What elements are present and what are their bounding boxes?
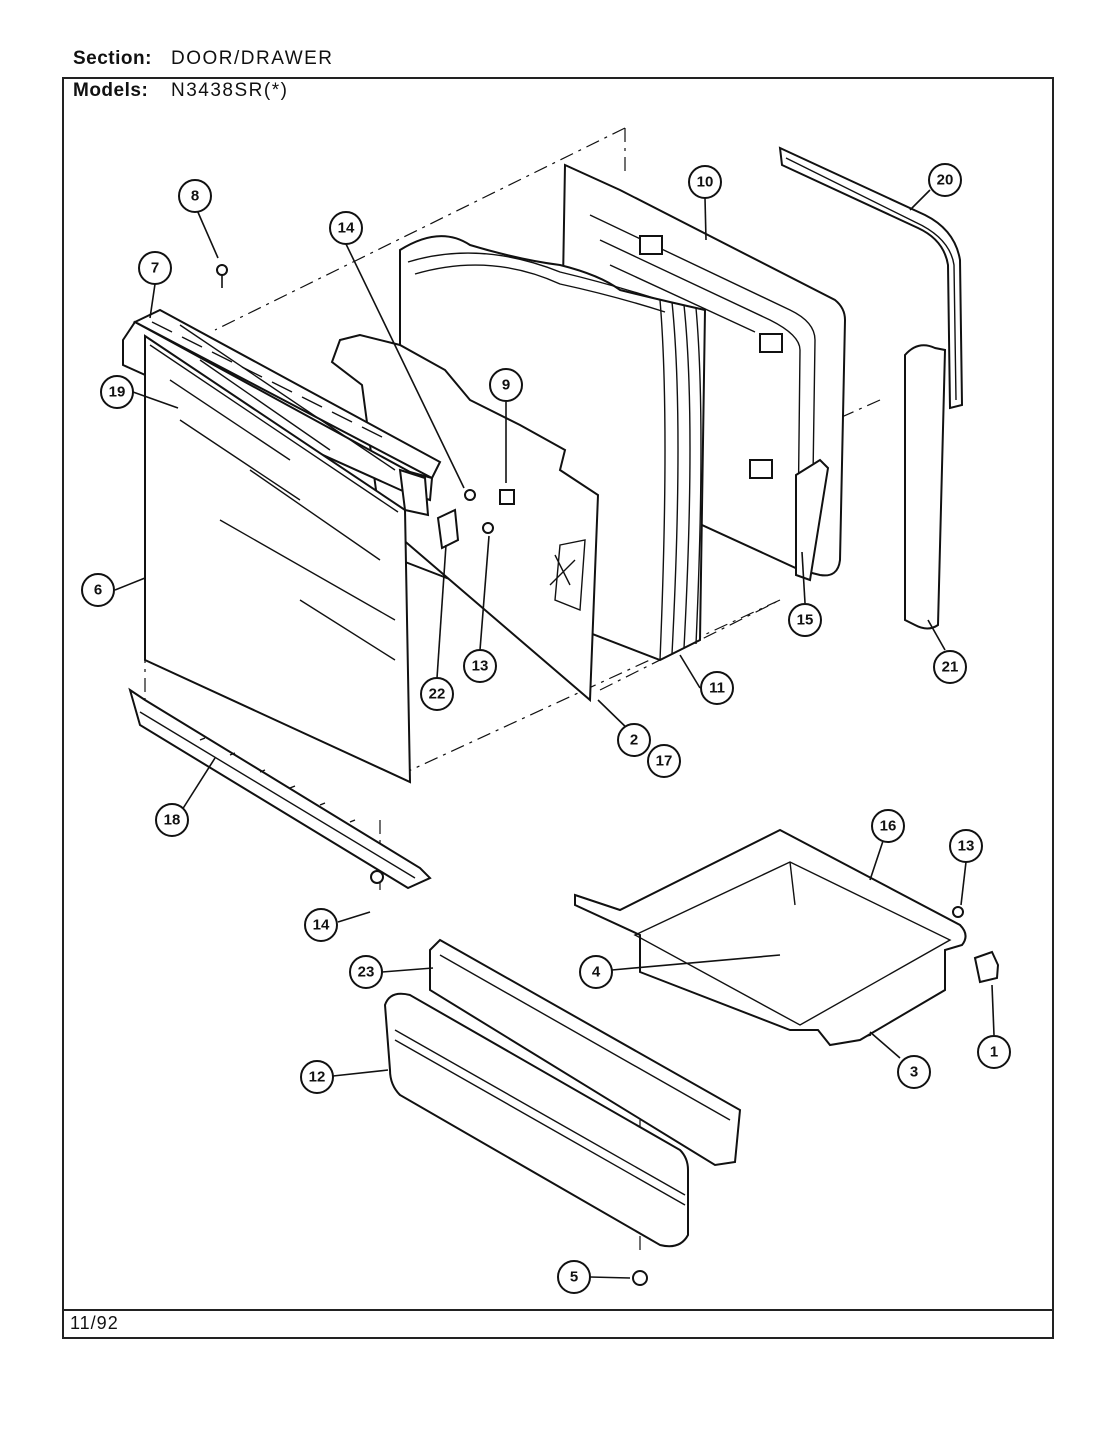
models-label: Models: — [73, 80, 149, 101]
door-top-trim — [122, 308, 442, 517]
callout-23-text: 23 — [358, 964, 375, 981]
callout-3-text: 3 — [910, 1064, 918, 1081]
callout-2-text: 2 — [630, 732, 638, 749]
models-header: Models: N3438SR(*) — [73, 80, 288, 102]
models-value: N3438SR(*) — [171, 80, 289, 101]
door-bottom-trim — [128, 687, 432, 890]
callout-4-text: 4 — [592, 964, 601, 981]
callout-5-text: 5 — [570, 1269, 578, 1286]
diagram-frame — [62, 77, 1054, 1339]
callout-10-text: 10 — [697, 174, 714, 191]
callout-3: 3 — [897, 1055, 931, 1089]
door-top-channel — [179, 324, 396, 471]
callout-22: 22 — [420, 677, 454, 711]
callout-13-door: 13 — [463, 649, 497, 683]
callout-21: 21 — [933, 650, 967, 684]
callout-10: 10 — [688, 165, 722, 199]
callout-13-drawer: 13 — [949, 829, 983, 863]
callout-14-door-text: 14 — [338, 220, 355, 237]
callout-14-trim: 14 — [304, 908, 338, 942]
drawer-front-support — [429, 938, 742, 1167]
callout-22-text: 22 — [429, 686, 446, 703]
section-label: Section: — [73, 48, 152, 69]
leader-lines — [114, 189, 995, 1279]
callout-14-trim-text: 14 — [313, 917, 330, 934]
callout-1-text: 1 — [990, 1044, 998, 1061]
callout-4: 4 — [579, 955, 613, 989]
callout-6: 6 — [81, 573, 115, 607]
callout-21-text: 21 — [942, 659, 959, 676]
callout-18: 18 — [155, 803, 189, 837]
callout-9-text: 9 — [502, 377, 510, 394]
callout-7: 7 — [138, 251, 172, 285]
callout-13-drawer-text: 13 — [958, 838, 975, 855]
drawer-pan — [574, 828, 967, 1047]
callout-17-text: 17 — [656, 753, 673, 770]
callout-19-text: 19 — [109, 384, 126, 401]
callout-8-text: 8 — [191, 188, 199, 205]
section-value: DOOR/DRAWER — [171, 48, 334, 69]
callout-11: 11 — [700, 671, 734, 705]
drawer-front-panel — [383, 992, 689, 1248]
callout-15-text: 15 — [797, 612, 814, 629]
door-gasket — [778, 146, 964, 410]
callout-19: 19 — [100, 375, 134, 409]
inner-door-liner — [330, 333, 600, 703]
callout-23: 23 — [349, 955, 383, 989]
callout-1: 1 — [977, 1035, 1011, 1069]
callout-17: 17 — [647, 744, 681, 778]
callout-8: 8 — [178, 179, 212, 213]
callout-7-text: 7 — [151, 260, 159, 277]
callout-5: 5 — [557, 1260, 591, 1294]
callout-6-text: 6 — [94, 582, 102, 599]
callout-12-text: 12 — [309, 1069, 326, 1086]
callout-15: 15 — [788, 603, 822, 637]
callout-16: 16 — [871, 809, 905, 843]
callout-18-text: 18 — [164, 812, 181, 829]
callout-16-text: 16 — [880, 818, 897, 835]
revision-date: 11/92 — [70, 1313, 119, 1333]
door-bracket — [436, 508, 460, 550]
section-header: Section: DOOR/DRAWER — [73, 48, 334, 70]
callout-11-text: 11 — [709, 680, 725, 697]
callout-20-text: 20 — [937, 172, 954, 189]
door-trim-strip — [904, 344, 947, 630]
callout-20: 20 — [928, 163, 962, 197]
callout-13-door-text: 13 — [472, 658, 489, 675]
outer-door-glass — [144, 334, 412, 784]
callout-2: 2 — [617, 723, 651, 757]
footer-divider — [62, 1309, 1054, 1311]
callout-9: 9 — [489, 368, 523, 402]
hinge-bracket — [795, 458, 830, 582]
callout-14-door: 14 — [329, 211, 363, 245]
callout-12: 12 — [300, 1060, 334, 1094]
